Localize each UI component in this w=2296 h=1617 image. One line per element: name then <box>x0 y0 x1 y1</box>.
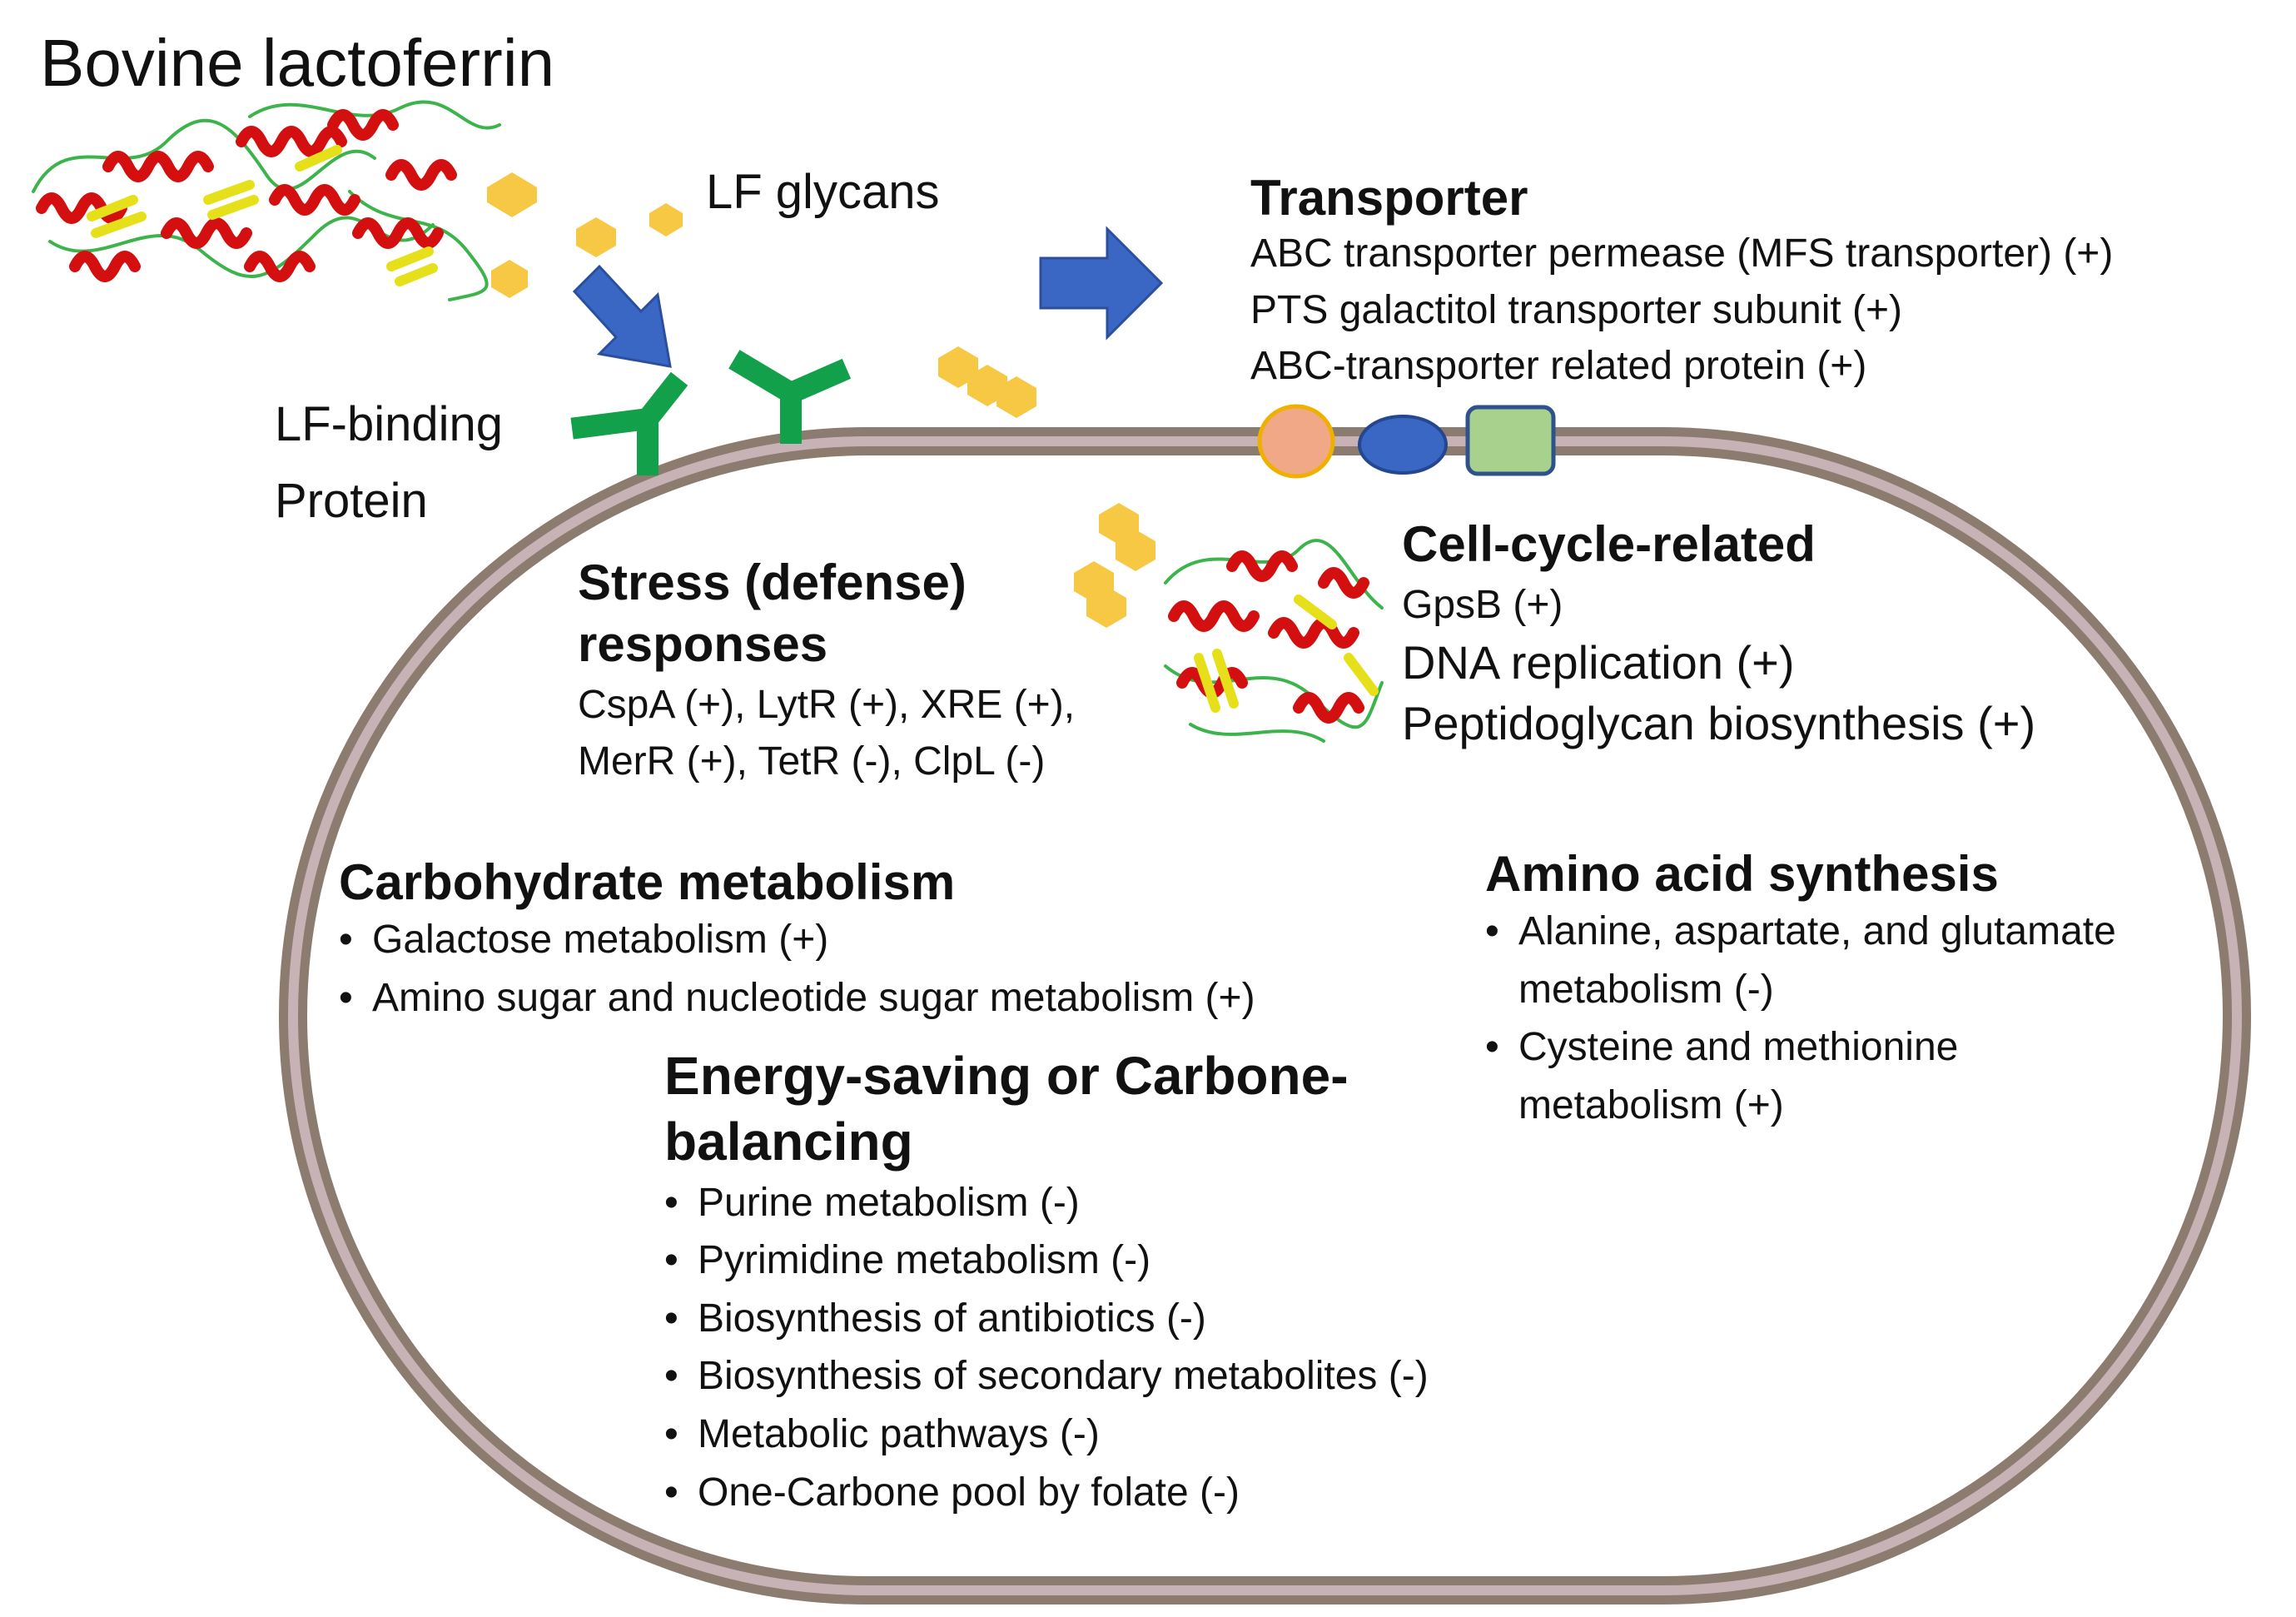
energy-item: Biosynthesis of antibiotics (-) <box>664 1295 1429 1343</box>
carbohydrate-heading: Carbohydrate metabolism <box>339 854 956 910</box>
cell-cycle-heading: Cell-cycle-related <box>1402 516 1816 572</box>
amino-acid-item-line: metabolism (-) <box>1518 967 1774 1012</box>
transporter-orange-oval <box>1257 404 1335 479</box>
cell-cycle-item: Peptidoglycan biosynthesis (+) <box>1402 696 2036 749</box>
transporter-item: ABC-transporter related protein (+) <box>1250 344 1867 389</box>
stress-section: Stress (defense) responses CspA (+), Lyt… <box>578 553 1075 785</box>
transporter-section: Transporter ABC transporter permease (MF… <box>1250 168 2113 391</box>
stress-item: MerR (+), TetR (-), ClpL (-) <box>578 739 1046 784</box>
carbohydrate-item: Amino sugar and nucleotide sugar metabol… <box>339 974 1255 1022</box>
energy-heading-line-2: balancing <box>664 1111 913 1172</box>
amino-acid-item-line: Alanine, aspartate, and glutamate <box>1518 909 2116 953</box>
stress-heading-line-2: responses <box>578 616 828 672</box>
energy-heading-line-1: Energy-saving or Carbone- <box>664 1046 1349 1106</box>
binding-protein-line-1: LF-binding <box>275 397 504 451</box>
cell-cycle-section: Cell-cycle-related GpsB (+) DNA replicat… <box>1402 515 2035 751</box>
energy-item: Metabolic pathways (-) <box>664 1411 1429 1459</box>
carbohydrate-section: Carbohydrate metabolism Galactose metabo… <box>339 853 1255 1022</box>
transporter-blue-oval <box>1358 415 1448 475</box>
arrow-to-transporter <box>1039 226 1164 341</box>
diagram-title: Bovine lactoferrin <box>40 26 555 100</box>
amino-acid-item-line: Cysteine and methionine <box>1518 1025 1959 1070</box>
energy-item: Biosynthesis of secondary metabolites (-… <box>664 1352 1429 1401</box>
energy-item: Pyrimidine metabolism (-) <box>664 1236 1429 1285</box>
transporter-green-square <box>1465 405 1556 476</box>
glycan-hexagons <box>487 172 1155 628</box>
transporter-heading: Transporter <box>1250 170 1528 226</box>
amino-acid-section: Amino acid synthesis Alanine, aspartate,… <box>1485 844 2116 1129</box>
amino-acid-item: Cysteine and methionine metabolism (+) <box>1485 1023 2116 1129</box>
amino-acid-heading: Amino acid synthesis <box>1485 846 1999 902</box>
carbohydrate-list: Galactose metabolism (+) Amino sugar and… <box>339 916 1255 1022</box>
transporter-item: ABC transporter permease (MFS transporte… <box>1250 231 2114 276</box>
energy-item: One-Carbone pool by folate (-) <box>664 1469 1429 1517</box>
lactoferrin-protein-internalized <box>1164 539 1384 743</box>
energy-item: Purine metabolism (-) <box>664 1179 1429 1227</box>
lf-binding-receptor <box>570 350 852 475</box>
stress-item: CspA (+), LytR (+), XRE (+), <box>578 683 1076 727</box>
cell-cycle-item: DNA replication (+) <box>1402 635 1795 689</box>
stress-heading-line-1: Stress (defense) <box>578 555 967 610</box>
binding-protein-line-2: Protein <box>275 473 428 528</box>
lactoferrin-protein-structure <box>32 100 501 301</box>
arrow-to-receptor <box>572 264 672 368</box>
binding-protein-label: LF-binding Protein <box>275 396 503 530</box>
glycans-label: LF glycans <box>706 165 940 219</box>
energy-list: Purine metabolism (-) Pyrimidine metabol… <box>664 1179 1429 1517</box>
amino-acid-item-line: metabolism (+) <box>1518 1082 1784 1127</box>
amino-acid-item: Alanine, aspartate, and glutamate metabo… <box>1485 908 2116 1013</box>
energy-section: Energy-saving or Carbone- balancing Puri… <box>664 1044 1429 1516</box>
carbohydrate-item: Galactose metabolism (+) <box>339 916 1255 964</box>
cell-cycle-item: GpsB (+) <box>1402 583 1563 627</box>
transporter-item: PTS galactitol transporter subunit (+) <box>1250 287 1903 332</box>
amino-acid-list: Alanine, aspartate, and glutamate metabo… <box>1485 908 2116 1129</box>
